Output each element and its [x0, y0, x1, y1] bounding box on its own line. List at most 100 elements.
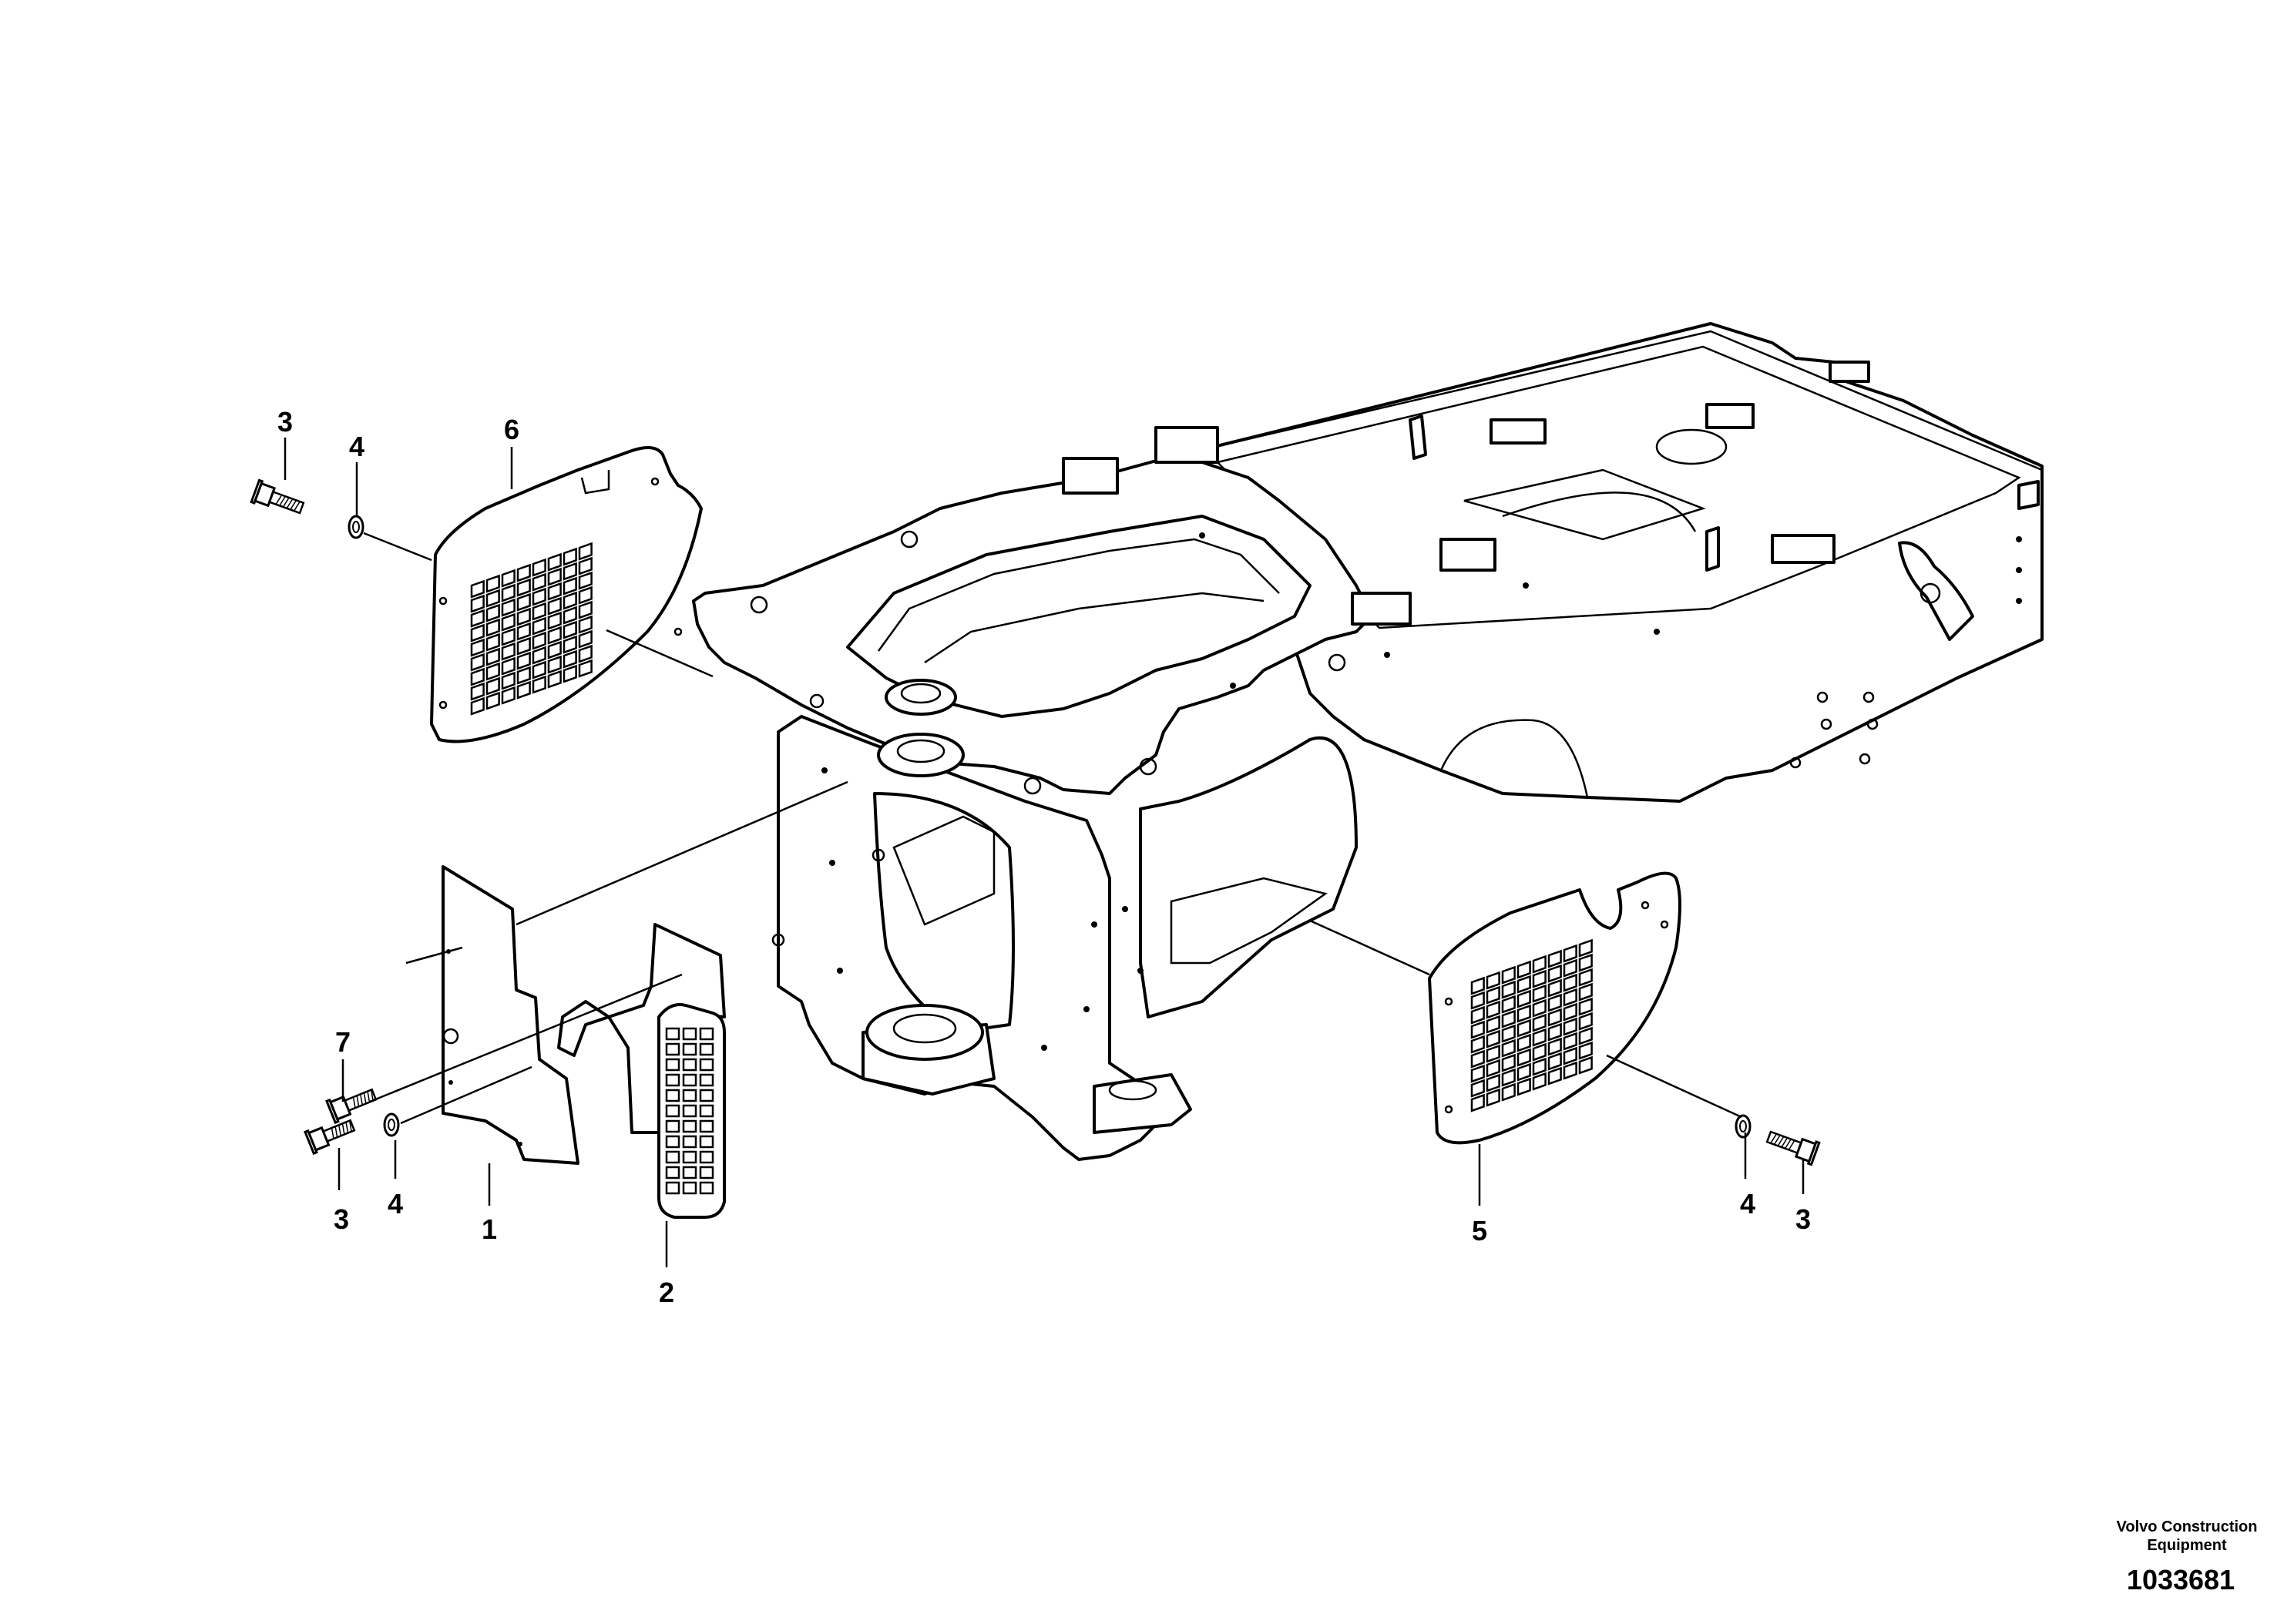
callout-7: 7 [335, 1026, 351, 1058]
grille-cell [578, 556, 593, 575]
callout-4-top: 4 [349, 431, 364, 462]
grille-cell [1532, 1013, 1547, 1032]
grille-cell [1547, 1008, 1562, 1027]
grille-cell [516, 636, 531, 656]
grille-cell [578, 586, 593, 605]
grille-cell [1516, 989, 1531, 1008]
grille-cell [1578, 1055, 1593, 1075]
grille-cell [1486, 1059, 1500, 1078]
grille-cell [1563, 1017, 1577, 1036]
grille-cell [1563, 1046, 1577, 1065]
grille-cell [547, 669, 562, 689]
grille-cell [1501, 1053, 1516, 1072]
grille-cell [1470, 1064, 1485, 1083]
grille-cell [563, 547, 577, 566]
grille-cell [470, 653, 485, 672]
grille-cell [1516, 1033, 1531, 1052]
grille-cell [547, 567, 562, 586]
tread-cell [665, 1150, 680, 1164]
grille-cell [1578, 1012, 1593, 1031]
grille-cell [1563, 1061, 1577, 1080]
grille-cell [1578, 953, 1593, 972]
grille-cell [516, 666, 531, 685]
grille-cell [1470, 1035, 1485, 1054]
grille-cell [1470, 976, 1485, 995]
grille-cell [1486, 1088, 1500, 1107]
bolt-icon [304, 1119, 356, 1156]
grille-cell [1563, 944, 1577, 963]
callout-4-right: 4 [1740, 1188, 1755, 1220]
grille-cell [1563, 1002, 1577, 1022]
grille-cell [1578, 1026, 1593, 1045]
grille-cell [532, 646, 546, 665]
tread-cell [665, 1042, 680, 1056]
grille-cell [1470, 1079, 1485, 1098]
grille-cell [532, 558, 546, 577]
grille-cell [501, 627, 516, 646]
fasteners [250, 478, 1821, 1166]
grille-cell [532, 587, 546, 606]
callout-3-top: 3 [277, 406, 293, 438]
grille-cell [563, 562, 577, 581]
grille-cell [1578, 968, 1593, 987]
grille-cell [485, 618, 500, 637]
grille-cell [1486, 1029, 1500, 1049]
grille-cell [1516, 960, 1531, 979]
bracket-plate-1 [442, 865, 579, 1165]
grille-cell [1470, 1020, 1485, 1039]
leader-lines [284, 438, 1805, 1267]
bolt-icon [1765, 1130, 1821, 1166]
tread-cell [665, 1181, 680, 1195]
grille-cell [547, 582, 562, 601]
tread-cell [665, 1027, 680, 1041]
grille-cell [532, 631, 546, 650]
tread-cell [682, 1135, 697, 1149]
grille-cell [1501, 1024, 1516, 1043]
grille-cell [547, 552, 562, 572]
grille-cell [578, 644, 593, 663]
grille-cell [1532, 1057, 1547, 1076]
grille-icon [470, 542, 593, 716]
grille-cell [470, 594, 485, 613]
grille-cell [563, 664, 577, 683]
grille-cell [1532, 1028, 1547, 1047]
grille-cell [1532, 998, 1547, 1018]
tread-cell [699, 1166, 714, 1179]
grille-cell [501, 569, 516, 588]
grille-cell [1516, 1077, 1531, 1096]
main-frame [692, 322, 2044, 1161]
grille-cell [1532, 955, 1547, 974]
callout-labels: 3 4 6 7 3 4 1 2 5 4 3 [277, 406, 1811, 1308]
tread-cell [682, 1119, 697, 1133]
grille-cell [516, 578, 531, 597]
grille-cell [563, 591, 577, 610]
grille-cell [501, 642, 516, 661]
grille-cell [1516, 1048, 1531, 1067]
grille-cell [1470, 1049, 1485, 1069]
figure-number: 1033681 [2127, 1564, 2235, 1595]
washer-icon [383, 1112, 400, 1137]
grille-cell [1470, 1005, 1485, 1025]
grille-cell [1516, 1004, 1531, 1023]
grille-cell [1501, 1068, 1516, 1087]
grille-cell [1547, 1022, 1562, 1042]
tread-cell [682, 1073, 697, 1087]
tread-cell [682, 1058, 697, 1072]
tread-cell [699, 1042, 714, 1056]
grille-cell [1563, 958, 1577, 978]
tread-cell [682, 1150, 697, 1164]
tread-cell [699, 1181, 714, 1195]
tread-cell [665, 1135, 680, 1149]
grille-cell [485, 603, 500, 622]
grille-cell [485, 632, 500, 652]
bolt-icon [325, 1088, 378, 1125]
grille-cell [1547, 949, 1562, 968]
tread-cell [682, 1027, 697, 1041]
tread-cell [665, 1058, 680, 1072]
tread-cell [682, 1166, 697, 1179]
grille-cell [516, 592, 531, 612]
grille-cell [1547, 1052, 1562, 1071]
grille-cell [563, 620, 577, 639]
grille-cell [532, 572, 546, 592]
